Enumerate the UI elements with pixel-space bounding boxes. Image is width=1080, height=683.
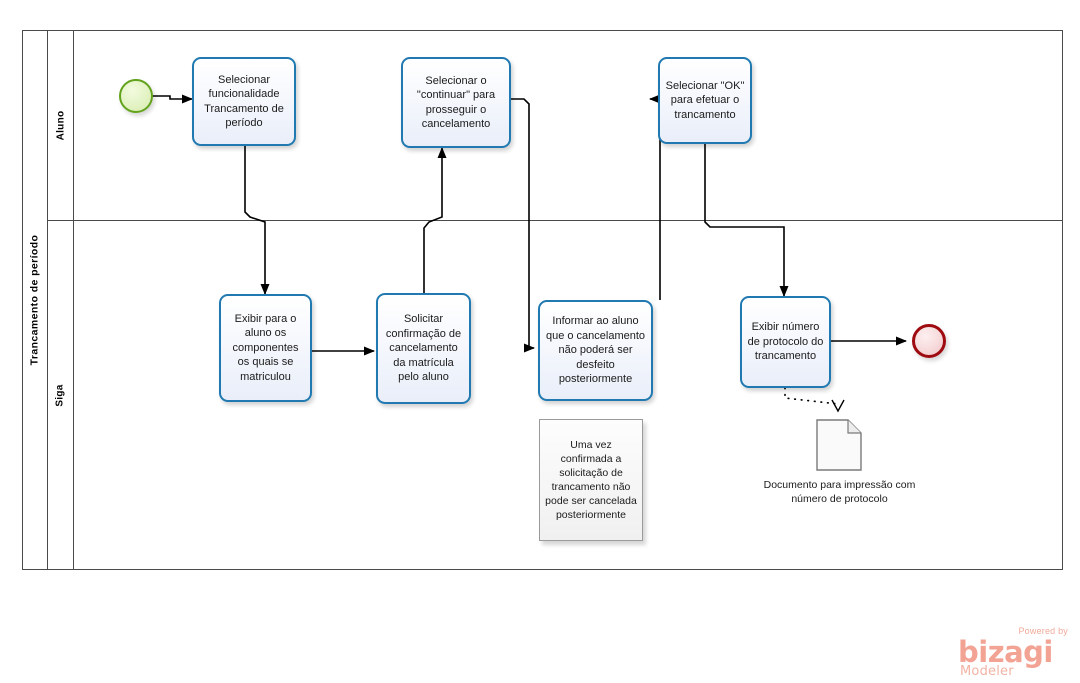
lane-label-siga[interactable]: Siga bbox=[48, 220, 74, 570]
task-label: Exibir para o aluno os componentes os qu… bbox=[232, 312, 299, 383]
task-selecionar-ok[interactable]: Selecionar "OK" para efetuar o trancamen… bbox=[658, 57, 752, 144]
task-selecionar-funcionalidade[interactable]: Selecionar funcionalidade Trancamento de… bbox=[192, 57, 296, 146]
task-label: Solicitar confirmação de cancelamento da… bbox=[385, 313, 462, 384]
data-object-document[interactable] bbox=[814, 414, 864, 476]
task-exibir-numero-protocolo[interactable]: Exibir número de protocolo do trancament… bbox=[740, 296, 831, 388]
annotation-note-text: Uma vez confirmada a solicitação de tran… bbox=[545, 439, 637, 521]
logo-brand-text: bizagi bbox=[958, 635, 1053, 669]
annotation-note[interactable]: Uma vez confirmada a solicitação de tran… bbox=[539, 419, 643, 541]
start-event[interactable] bbox=[119, 79, 153, 113]
pool-label: Trancamento de período bbox=[22, 30, 48, 570]
logo-edition-text: Modeler bbox=[960, 664, 1014, 679]
task-label: Informar ao aluno que o cancelamento não… bbox=[545, 315, 646, 386]
end-event[interactable] bbox=[912, 324, 946, 358]
task-label: Selecionar funcionalidade Trancamento de… bbox=[204, 73, 284, 130]
bizagi-logo: Powered by bizagi Modeler bbox=[958, 626, 1070, 679]
lane-divider bbox=[48, 220, 1063, 221]
task-label: Exibir número de protocolo do trancament… bbox=[747, 321, 824, 363]
lane-label-siga-text: Siga bbox=[54, 383, 66, 407]
task-exibir-componentes[interactable]: Exibir para o aluno os componentes os qu… bbox=[219, 294, 312, 402]
task-label: Selecionar o "continuar" para prosseguir… bbox=[416, 74, 496, 131]
lane-label-aluno-text: Aluno bbox=[55, 110, 67, 140]
task-selecionar-continuar[interactable]: Selecionar o "continuar" para prosseguir… bbox=[401, 57, 511, 148]
task-label: Selecionar "OK" para efetuar o trancamen… bbox=[665, 79, 745, 121]
data-object-label: Documento para impressão com número de p… bbox=[763, 479, 916, 505]
pool-label-text: Trancamento de período bbox=[28, 234, 41, 366]
lane-label-aluno[interactable]: Aluno bbox=[48, 30, 74, 220]
logo-powered-by-text: Powered by bbox=[1018, 626, 1068, 636]
document-fold bbox=[847, 420, 861, 434]
task-informar-aluno[interactable]: Informar ao aluno que o cancelamento não… bbox=[538, 300, 653, 401]
task-solicitar-confirmacao[interactable]: Solicitar confirmação de cancelamento da… bbox=[376, 293, 471, 404]
